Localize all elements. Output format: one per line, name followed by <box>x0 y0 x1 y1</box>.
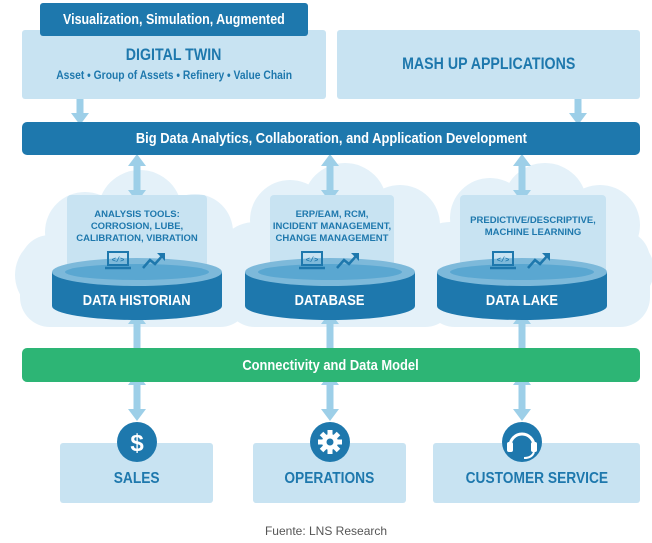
cylinder-lake <box>437 258 607 320</box>
laptop-code-icon: </> <box>299 251 325 270</box>
trend-arrow-icon <box>142 253 165 269</box>
mashup-title: MASH UP APPLICATIONS <box>401 55 576 73</box>
customer-service-box <box>433 443 640 503</box>
digital-twin-panel <box>22 30 326 99</box>
lake-tools-text: PREDICTIVE/DESCRIPTIVE,MACHINE LEARNING <box>470 215 596 238</box>
visualization-tab: Visualization, Simulation, Augmented <box>40 3 308 36</box>
digital-twin-title: DIGITAL TWIN <box>126 46 222 64</box>
connectivity-band: Connectivity and Data Model <box>22 348 640 382</box>
digital-twin-subtitle: Asset • Group of Assets • Refinery • Val… <box>56 68 292 82</box>
sales-box <box>60 443 213 503</box>
operations-box <box>253 443 406 503</box>
laptop-code-icon: </> <box>105 251 131 270</box>
tools-box-lake <box>460 195 606 277</box>
trend-arrow-icon <box>527 253 550 269</box>
svg-text:$: $ <box>130 430 144 457</box>
database-label: DATABASE <box>295 292 365 309</box>
gear-icon <box>310 422 350 462</box>
sales-label: SALES <box>113 470 160 487</box>
tools-box-historian <box>67 195 207 277</box>
source-caption: Fuente: LNS Research <box>264 524 388 538</box>
headset-icon <box>502 422 542 462</box>
analytics-band-label: Big Data Analytics, Collaboration, and A… <box>135 130 527 147</box>
data-lake-label: DATA LAKE <box>485 292 559 309</box>
connectivity-band-label: Connectivity and Data Model <box>242 356 420 374</box>
svg-text:</>: </> <box>306 257 319 265</box>
database-tools-text: ERP/EAM, RCM,INCIDENT MANAGEMENT,CHANGE … <box>272 209 392 244</box>
cylinder-database <box>245 258 415 320</box>
mashup-applications-panel: MASH UP APPLICATIONS <box>337 30 640 99</box>
analytics-band: Big Data Analytics, Collaboration, and A… <box>22 122 640 155</box>
data-historian-label: DATA HISTORIAN <box>83 292 191 309</box>
visualization-tab-label: Visualization, Simulation, Augmented <box>63 11 285 28</box>
svg-text:</>: </> <box>497 257 510 265</box>
svg-text:</>: </> <box>112 257 125 265</box>
laptop-code-icon: </> <box>490 251 516 270</box>
cylinder-historian <box>52 258 222 320</box>
dollar-icon: $ <box>117 422 157 462</box>
operations-label: OPERATIONS <box>284 470 375 487</box>
historian-tools-text: ANALYSIS TOOLS:CORROSION, LUBE,CALIBRATI… <box>76 209 198 244</box>
trend-arrow-icon <box>336 253 359 269</box>
customer-service-label: CUSTOMER SERVICE <box>465 470 608 487</box>
